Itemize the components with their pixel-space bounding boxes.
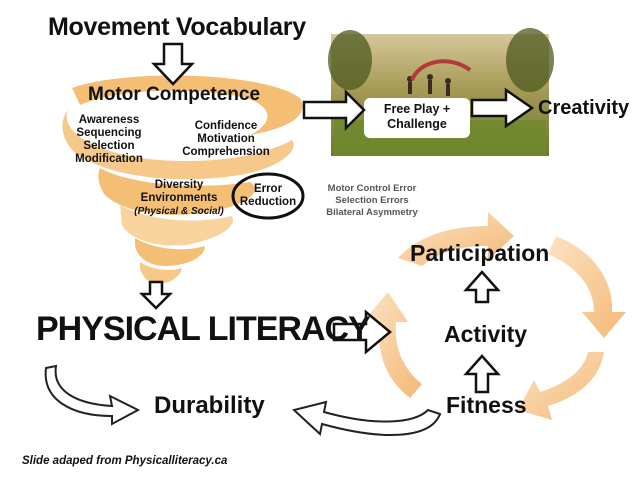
free-play-label-box: [364, 98, 470, 138]
list-item: Confidence: [194, 120, 258, 132]
motor-competence-left-list: Awareness Sequencing Selection Modificat…: [74, 114, 144, 166]
down-arrow-vocabulary: [151, 42, 195, 86]
footer-credit: Slide adaped from Physicalliteracy.ca: [22, 455, 228, 467]
challenge-line: Challenge: [387, 117, 447, 131]
creativity-label: Creativity: [538, 97, 630, 119]
list-item: Motivation: [197, 133, 255, 145]
list-item: Sequencing: [76, 127, 142, 139]
list-item: Awareness: [78, 114, 140, 126]
environments-note: (Physical & Social): [134, 206, 224, 217]
error-note: Bilateral Asymmetry: [326, 207, 418, 218]
diversity-environments: Diversity Environments (Physical & Socia…: [126, 179, 232, 218]
environments-label: Environments: [140, 192, 218, 204]
photo-kids: [407, 59, 472, 96]
error-note: Selection Errors: [335, 195, 409, 206]
error-reduction-label: Error Reduction: [236, 183, 300, 209]
cycle-arrows: [366, 212, 626, 420]
error-reduction-ellipse: [231, 172, 305, 220]
right-arrow-creativity: [470, 87, 535, 129]
down-arrow-literacy: [138, 280, 174, 310]
error-notes: Motor Control Error Selection Errors Bil…: [318, 183, 426, 219]
outline-arrows: [138, 42, 535, 394]
list-item: Comprehension: [182, 146, 270, 158]
right-arrow-literacy: [332, 309, 392, 355]
fitness-label: Fitness: [446, 392, 527, 418]
activity-label: Activity: [444, 321, 528, 347]
durability-arrows: [44, 364, 442, 436]
free-play-line: Free Play +: [383, 102, 451, 116]
motor-competence-title: Motor Competence: [88, 84, 261, 105]
participation-label: Participation: [410, 240, 550, 266]
reduction-label: Reduction: [239, 196, 297, 208]
durability-label: Durability: [154, 392, 265, 419]
list-item: Selection: [83, 140, 135, 152]
tornado-swirl: [62, 75, 303, 284]
up-arrow-activity: [463, 354, 501, 394]
heading-movement-vocabulary: Movement Vocabulary: [48, 13, 306, 41]
list-item: Modification: [75, 153, 143, 165]
motor-competence-right-list: Confidence Motivation Comprehension: [178, 120, 274, 159]
physical-literacy-label: PHYSICAL LITERACY: [36, 310, 371, 348]
error-label: Error: [253, 183, 283, 195]
diversity-label: Diversity: [154, 179, 204, 191]
error-note: Motor Control Error: [327, 183, 417, 194]
right-arrow-free-play: [302, 88, 366, 132]
free-play-label: Free Play + Challenge: [366, 102, 468, 132]
up-arrow-participation: [463, 270, 501, 304]
